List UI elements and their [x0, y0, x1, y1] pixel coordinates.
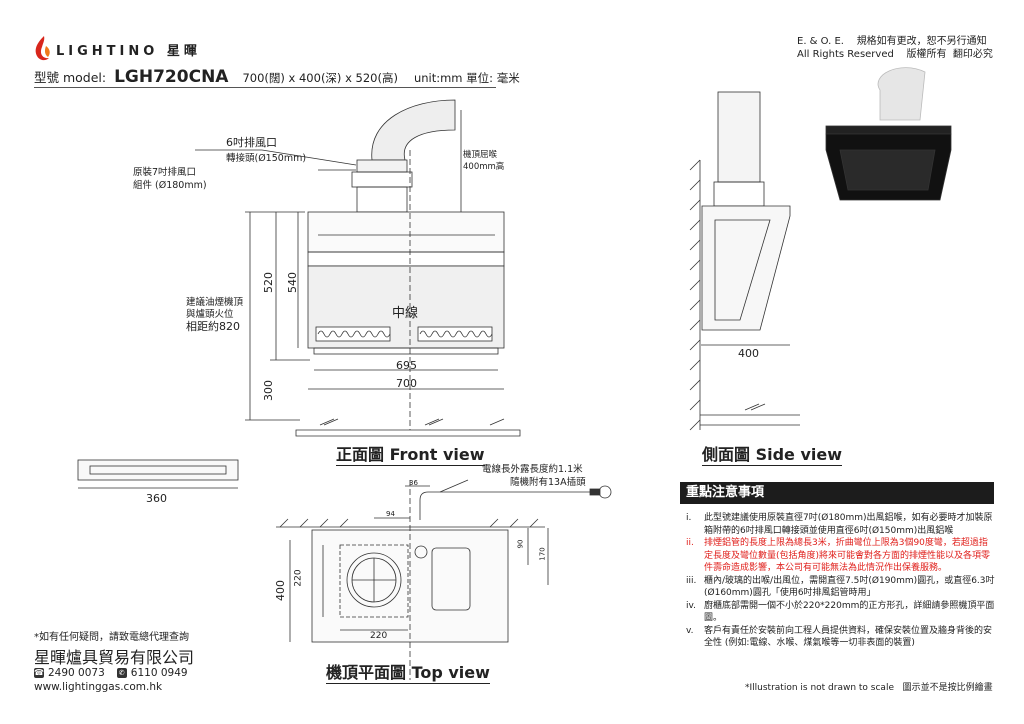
top-view-drawing: [276, 480, 612, 680]
product-image: [825, 67, 952, 201]
bracket-dim-360: 360: [146, 492, 167, 505]
dim-695: 695: [396, 359, 417, 372]
model-dimensions: 700(闊) x 400(深) x 520(高): [242, 71, 398, 85]
notes-list: i.此型號建議使用原裝直徑7吋(Ø180mm)出風鋁喉，如有必要時才加裝原箱附帶…: [686, 512, 996, 650]
dim-700: 700: [396, 377, 417, 390]
note-item-highlighted: ii.排煙鋁管的長度上限為總長3米，折曲彎位上限為3個90度彎，若超過指定長度及…: [686, 538, 991, 573]
top-dim-170: 170: [538, 547, 547, 561]
center-line-label: 中線: [392, 306, 419, 321]
top-dim-220-vertical: 220: [293, 569, 304, 587]
outlet-label-2: 組件 (Ø180mm): [133, 180, 207, 191]
note-item: i.此型號建議使用原裝直徑7吋(Ø180mm)出風鋁喉，如有必要時才加裝原箱附帶…: [686, 513, 993, 536]
adapter-label-2: 轉接頭(Ø150mm): [226, 153, 307, 164]
whatsapp-icon: ✆: [116, 668, 127, 678]
illustration-note: *Illustration is not drawn to scale 圖示並不…: [745, 683, 993, 693]
notes-title: 重點注意事項: [686, 485, 765, 500]
notes-header: 重點注意事項: [680, 482, 994, 504]
note-item: v.客戶有責任於安裝前向工程人員提供資料，確保安裝位置及牆身背後的安全性 (例如…: [686, 625, 993, 649]
phone-number: 2490 0073: [48, 667, 105, 679]
phone-icon: ☎: [34, 668, 44, 678]
enquiry-note: *如有任何疑問，請致電總代理查詢: [34, 632, 189, 643]
side-view-title: 側面圖 Side view: [702, 441, 843, 466]
top-dim-36: 36: [409, 479, 418, 487]
distance-label-1: 建議油煙機頂: [186, 297, 244, 308]
company-name: 星暉爐具貿易有限公司: [34, 648, 195, 667]
front-view-title: 正面圖 Front view: [336, 441, 485, 466]
dim-540: 540: [286, 272, 299, 293]
dim-520: 520: [262, 272, 275, 293]
model-prefix: 型號 model:: [34, 70, 107, 85]
model-number: LGH720CNA: [114, 67, 229, 87]
model-line: 型號 model: LGH720CNA 700(闊) x 400(深) x 52…: [34, 67, 520, 88]
contact-phones: ☎ 2490 0073 ✆ 6110 0949: [34, 667, 188, 679]
cable-label-1: 電線長外露長度約1.1米: [482, 464, 583, 475]
adapter-label-1: 6吋排風口: [226, 136, 277, 149]
top-view-title: 機頂平面圖 Top view: [326, 659, 490, 684]
top-dim-90: 90: [516, 539, 525, 549]
front-view-drawing: [195, 99, 521, 437]
distance-label-2: 與爐頭火位: [186, 309, 234, 320]
website-link[interactable]: www.lightinggas.com.hk: [34, 681, 163, 693]
cable-label-2: 隨機附有13A插頭: [510, 477, 586, 488]
outlet-label-1: 原裝7吋排風口: [133, 167, 197, 178]
top-dim-220-horizontal: 220: [370, 631, 388, 641]
distance-label-3: 相距約820: [186, 320, 240, 333]
disclaimer-2: All Rights Reserved 版權所有 翻印必究: [797, 49, 993, 60]
note-item: iii.櫃內/玻璃的出喉/出風位，需開直徑7.5吋(Ø190mm)圓孔，或直徑6…: [686, 575, 995, 599]
side-view-drawing: [689, 91, 800, 431]
top-dim-400: 400: [274, 580, 287, 601]
bracket-drawing: [77, 459, 239, 489]
dim-300: 300: [262, 380, 275, 401]
unit-label: unit:mm 單位: 毫米: [413, 71, 520, 85]
disclaimer-1: E. & O. E. 規格如有更改，恕不另行通知: [797, 36, 987, 47]
side-dim-400: 400: [738, 347, 759, 360]
brand-logo: LIGHTINO 星暉: [34, 36, 201, 62]
flame-icon: [35, 36, 50, 61]
duct-label-2: 400mm高: [463, 162, 505, 172]
duct-label-1: 機頂屈喉: [463, 150, 498, 160]
top-dim-94: 94: [386, 510, 395, 518]
whatsapp-number: 6110 0949: [130, 667, 188, 679]
note-item: iv.廚櫃底部需開一個不小於220*220mm的正方形孔，詳細請參照機頂平面圖。: [686, 600, 995, 624]
